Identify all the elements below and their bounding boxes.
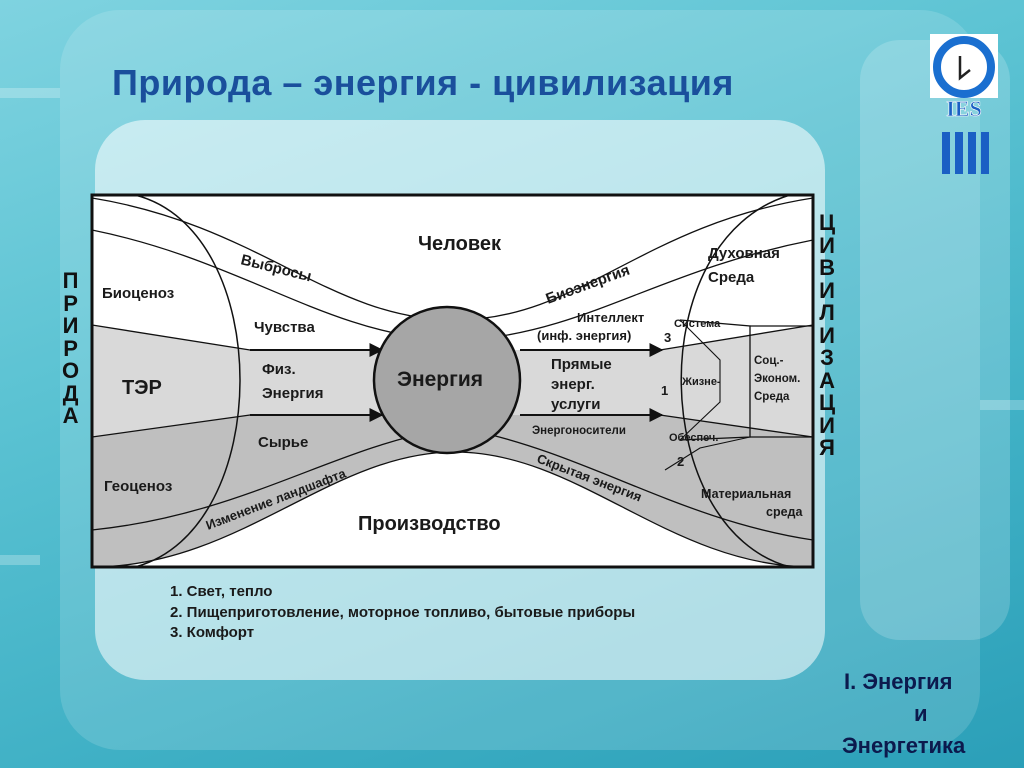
letter: В (819, 255, 835, 280)
letter: Ц (819, 390, 836, 415)
decor-stripe (0, 555, 40, 565)
section-line1: I. Энергия (844, 669, 953, 694)
label-dukhovnaya-line2: Среда (708, 269, 755, 286)
letter: П (62, 268, 79, 293)
letter: А (62, 403, 79, 428)
letter: Я (819, 435, 835, 460)
letter: З (820, 345, 834, 370)
letter: Ц (819, 210, 836, 235)
energy-circle (372, 305, 522, 455)
section-line2: и (914, 701, 928, 726)
section-line3: Энергетика (842, 733, 966, 758)
letter: И (819, 412, 835, 438)
label-dukhovnaya-line1: Духовная (708, 245, 780, 262)
label-proizvodstvo: Производство (358, 513, 501, 535)
letter: Д (62, 380, 79, 406)
label-fiz-line2: Энергия (262, 385, 323, 402)
letter: А (819, 367, 835, 393)
label-biotsenoz: Биоценоз (102, 285, 174, 302)
decor-stripe (980, 400, 1024, 410)
label-sots-line2: Эконом. (754, 373, 800, 385)
letter: И (819, 277, 835, 303)
letter: И (819, 322, 835, 348)
letter: Р (63, 290, 78, 316)
label-num3: 3 (664, 330, 671, 345)
label-ter: ТЭР (122, 377, 162, 399)
label-intellekt-line1: Интеллект (577, 310, 644, 325)
label-pryamye-line1: Прямые (551, 356, 612, 373)
label-syrye: Сырье (258, 434, 308, 451)
label-energiya: Энергия (397, 368, 483, 391)
logo-text: IES (946, 96, 981, 121)
letter: И (62, 313, 79, 338)
footnote-3: 3. Комфорт (170, 624, 255, 641)
label-num2: 2 (677, 454, 684, 469)
plug-circle-icon (933, 36, 995, 98)
letter: Л (819, 300, 835, 325)
label-num1: 1 (661, 383, 668, 398)
page-title: Природа – энергия - цивилизация (112, 62, 734, 103)
label-intellekt-line2: (инф. энергия) (537, 328, 631, 343)
label-zhizne: Жизне- (681, 376, 721, 388)
footnotes: 1. Свет, тепло 2. Пищеприготовление, мот… (170, 582, 635, 644)
footnote-2: 2. Пищеприготовление, моторное топливо, … (170, 603, 636, 621)
diagram-frame (90, 193, 815, 569)
letter: Р (63, 335, 78, 361)
letter: И (819, 232, 835, 258)
label-material-line1: Материальная (701, 487, 791, 501)
label-sots-line3: Среда (754, 391, 790, 403)
label-sots-line1: Соц.- (754, 355, 784, 367)
label-obespech: Обеспеч. (669, 432, 718, 444)
section-label: I. Энергия и Энергетика (838, 666, 1018, 762)
label-chelovek: Человек (418, 233, 502, 255)
ies-logo: IES (930, 34, 998, 184)
letter: О (62, 358, 80, 383)
label-sistema: Система (674, 318, 721, 330)
decor-stripe (0, 88, 60, 98)
label-chuvstva: Чувства (254, 319, 315, 336)
proizvodstvo-area (92, 452, 813, 567)
label-pryamye-line3: услуги (551, 396, 600, 413)
label-fiz-line1: Физ. (262, 361, 296, 378)
label-energonositeli: Энергоносители (532, 425, 626, 437)
label-material-line2: среда (766, 505, 803, 519)
footnote-1: 1. Свет, тепло (170, 583, 273, 600)
label-pryamye-line2: энерг. (551, 376, 595, 393)
tsivilizatsiya-vertical-label: Ц И В И Л И З А Ц И Я (819, 210, 836, 460)
priroda-vertical-label: П Р И Р О Д А (62, 268, 80, 428)
label-geotsenoz: Геоценоз (104, 478, 172, 495)
